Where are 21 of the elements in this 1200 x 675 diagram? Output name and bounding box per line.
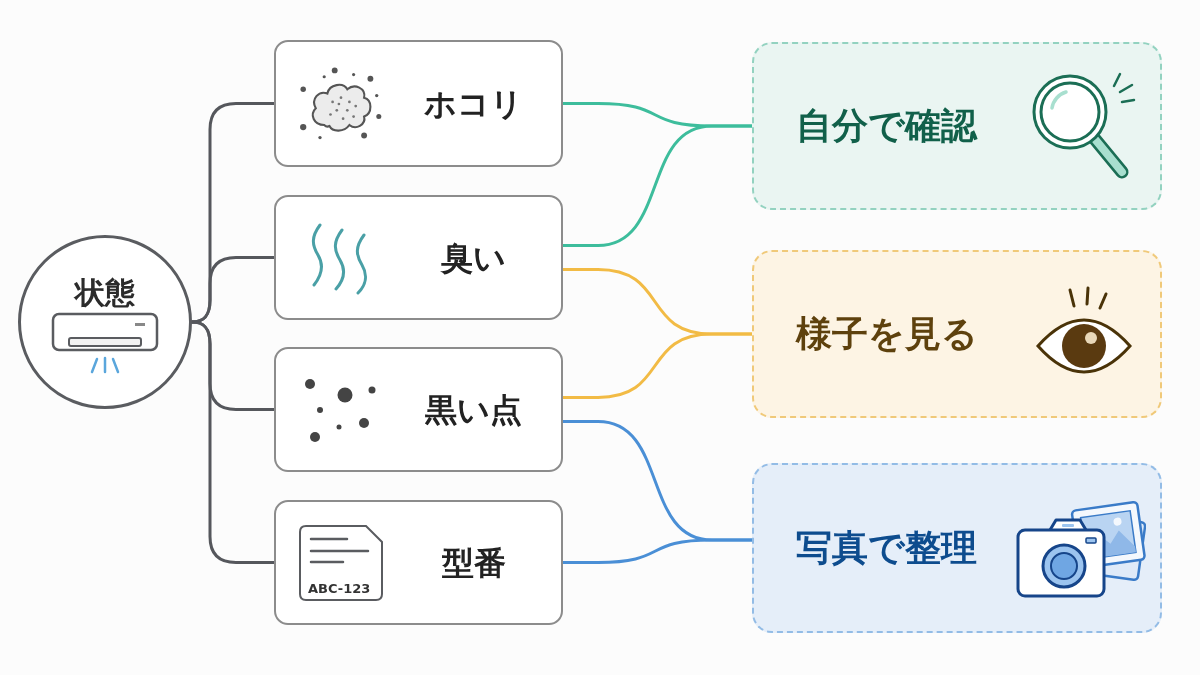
node-label: 臭い xyxy=(441,237,506,279)
node-label: 写真で整理 xyxy=(796,526,977,570)
node-label: 黒い点 xyxy=(425,389,522,431)
item-card xyxy=(274,195,563,320)
model-number: ABC-123 xyxy=(308,581,371,595)
item-card xyxy=(274,40,563,167)
node-label: 自分で確認 xyxy=(796,104,977,148)
node-label: 状態 xyxy=(75,274,135,312)
node-label: 様子を見る xyxy=(796,312,978,356)
connector xyxy=(561,538,754,564)
connector xyxy=(190,320,276,564)
connector xyxy=(190,256,276,324)
action-card xyxy=(752,250,1162,418)
node-label: ホコリ xyxy=(424,83,523,125)
action-card xyxy=(752,42,1162,210)
connector xyxy=(561,124,754,247)
item-card xyxy=(274,347,563,472)
connector xyxy=(561,332,754,399)
action-card xyxy=(752,463,1162,633)
item-card xyxy=(274,500,563,625)
node-label: 型番 xyxy=(441,542,506,584)
